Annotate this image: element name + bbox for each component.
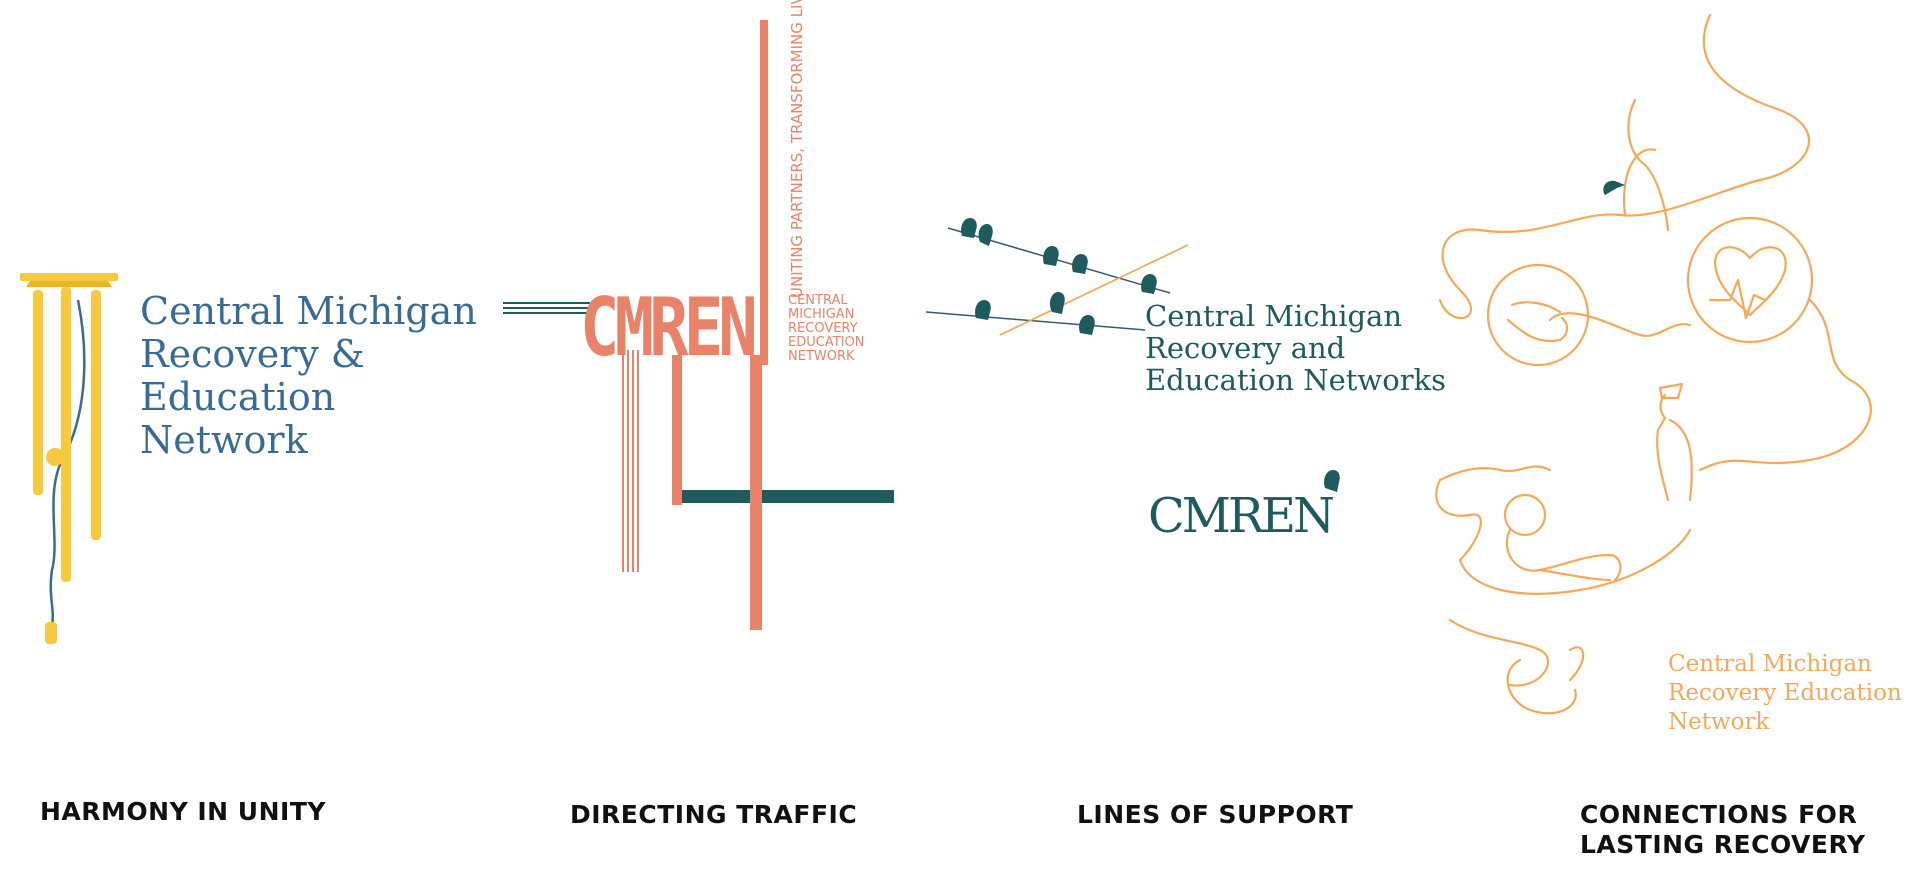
harmony-logo-line: Central Michigan (140, 289, 477, 333)
wind-chime-icon (20, 273, 118, 644)
lines-wordmark: CMREN (1148, 488, 1335, 544)
harmony-logo-text: Central Michigan Recovery & Education Ne… (140, 290, 477, 462)
caption-connections-for-lasting-recovery: CONNECTIONS FOR LASTING RECOVERY (1580, 800, 1865, 860)
directing-logo-line: CENTRAL (788, 293, 848, 308)
concept-connections-for-lasting-recovery: Central Michigan Recovery Education Netw… (1420, 0, 1920, 872)
concept-directing-traffic: CMREN CENTRAL MICHIGAN RECOVERY EDUCATIO… (480, 0, 960, 872)
caption-harmony-in-unity: HARMONY IN UNITY (40, 797, 326, 826)
caption-lines-of-support: LINES OF SUPPORT (1077, 800, 1354, 829)
concept-harmony-in-unity: Central Michigan Recovery & Education Ne… (0, 0, 480, 872)
connections-logo-text: Central Michigan Recovery Education Netw… (1668, 650, 1902, 737)
lines-logo-text: Central Michigan Recovery and Education … (1145, 300, 1446, 396)
directing-logo-line: NETWORK (788, 349, 855, 364)
directing-logo-text: CENTRAL MICHIGAN RECOVERY EDUCATION NETW… (788, 294, 864, 364)
birds-on-wire-icon (925, 218, 1340, 492)
concept-lines-of-support: Central Michigan Recovery and Education … (920, 0, 1446, 872)
lines-logo-line: Recovery and (1145, 331, 1346, 365)
crossing-lines-icon (503, 20, 894, 630)
harmony-logo-line: Recovery & (140, 332, 365, 376)
caption-line: CONNECTIONS FOR (1580, 800, 1858, 829)
harmony-logo-line: Network (140, 418, 308, 462)
directing-logo-line: RECOVERY (788, 321, 858, 336)
harmony-logo-line: Education (140, 375, 336, 419)
lines-logo-line: Central Michigan (1145, 299, 1403, 333)
lines-logo-line: Education Networks (1145, 363, 1447, 397)
caption-directing-traffic: DIRECTING TRAFFIC (570, 800, 858, 829)
continuous-line-figures-icon (1435, 13, 1872, 715)
directing-wordmark: CMREN (580, 281, 758, 374)
connections-logo-line: Central Michigan (1668, 651, 1872, 677)
caption-line: LASTING RECOVERY (1580, 830, 1866, 859)
connections-logo-line: Recovery Education (1668, 680, 1902, 706)
directing-logo-line: EDUCATION (788, 335, 865, 350)
directing-logo-line: MICHIGAN (788, 307, 855, 322)
directing-tagline: UNITING PARTNERS, TRANSFORMING LIVES (788, 0, 806, 298)
connections-logo-line: Network (1668, 709, 1770, 735)
